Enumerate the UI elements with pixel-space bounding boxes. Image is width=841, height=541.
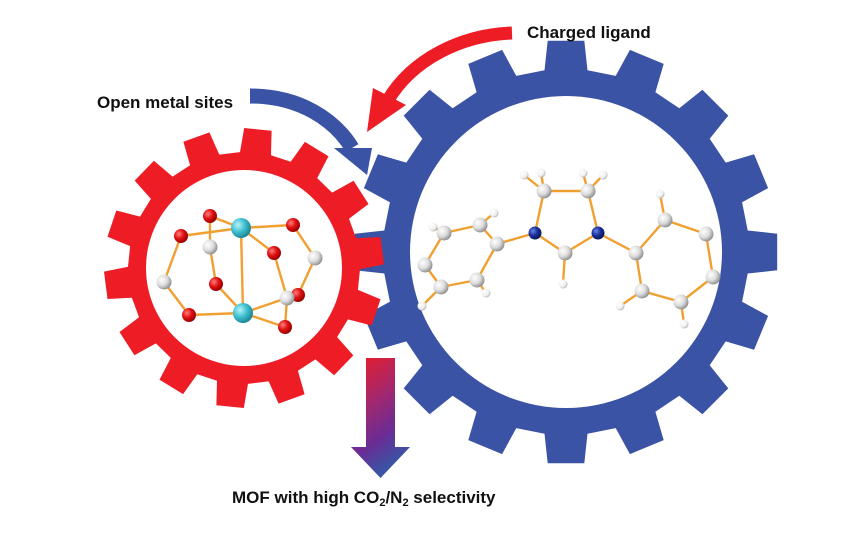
carbon-atom: [657, 212, 673, 228]
carbon-atom: [436, 225, 452, 241]
imidazolium-ligand-model: [417, 168, 721, 329]
hydrogen-atom: [489, 208, 499, 218]
result-arrow: [351, 358, 410, 478]
carbon-atom: [469, 272, 485, 288]
carbon-atom: [417, 257, 433, 273]
hydrogen-atom: [519, 170, 529, 180]
hydrogen-atom: [481, 288, 491, 298]
carbon-atom: [489, 236, 505, 252]
carbon-atom: [557, 245, 573, 261]
charged-ligand-arrow: [367, 26, 513, 132]
oxygen-atom: [267, 246, 281, 260]
metal-atom: [233, 303, 253, 323]
result-label-mid: /N: [385, 488, 403, 507]
open-metal-sites-label: Open metal sites: [97, 93, 234, 112]
nitrogen-atom: [591, 226, 605, 240]
result-label-sub2: 2: [402, 497, 409, 509]
hydrogen-atom: [536, 168, 546, 178]
paddlewheel-cluster-model: [156, 209, 323, 334]
oxygen-atom: [182, 308, 196, 322]
bond: [162, 235, 183, 283]
carbon-atom: [279, 290, 295, 306]
carbon-atom: [307, 250, 323, 266]
hydrogen-atom: [679, 319, 689, 329]
carbon-atom: [580, 183, 596, 199]
oxygen-atom: [278, 320, 292, 334]
hydrogen-atom: [417, 301, 427, 311]
metal-node-gear: [104, 128, 384, 408]
hydrogen-atom: [615, 301, 625, 311]
open-metal-sites-arrow: [249, 88, 372, 175]
oxygen-atom: [291, 288, 305, 302]
hydrogen-atom: [598, 170, 608, 180]
hydrogen-atom: [578, 168, 588, 178]
carbon-atom: [433, 279, 449, 295]
oxygen-atom: [209, 277, 223, 291]
hydrogen-atom: [428, 222, 438, 232]
carbon-atom: [705, 269, 721, 285]
carbon-atom: [698, 226, 714, 242]
bond: [239, 227, 245, 314]
result-label-prefix: MOF with high CO: [232, 488, 380, 507]
result-label-suffix: selectivity: [408, 488, 496, 507]
charged-ligand-label: Charged ligand: [527, 23, 651, 42]
result-label: MOF with high CO2/N2 selectivity: [232, 488, 496, 509]
carbon-atom: [156, 274, 172, 290]
oxygen-atom: [286, 218, 300, 232]
bond: [272, 252, 289, 299]
oxygen-atom: [174, 229, 188, 243]
carbon-atom: [536, 183, 552, 199]
carbon-atom: [673, 294, 689, 310]
hydrogen-atom: [558, 279, 568, 289]
carbon-atom: [202, 239, 218, 255]
oxygen-atom: [203, 209, 217, 223]
carbon-atom: [472, 217, 488, 233]
result-label-sub1: 2: [379, 497, 386, 509]
metal-atom: [231, 218, 251, 238]
carbon-atom: [628, 245, 644, 261]
carbon-atom: [634, 283, 650, 299]
nitrogen-atom: [528, 226, 542, 240]
hydrogen-atom: [655, 189, 665, 199]
